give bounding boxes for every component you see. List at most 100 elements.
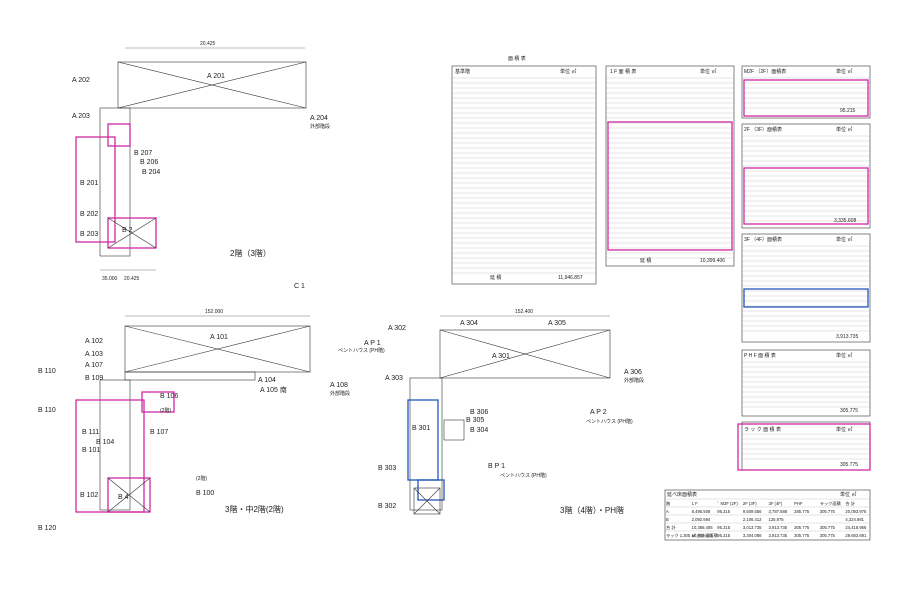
total-value: 305.775: [840, 408, 858, 414]
table-unit: 単位 ㎡: [700, 68, 716, 75]
summary-cell: ラック 1,305 ㎡ 合計延面積: [666, 532, 718, 539]
room-label: A P 1: [364, 340, 381, 347]
room-label: B 302: [378, 503, 396, 510]
total-value: 95.215: [840, 108, 856, 114]
room-label: B 102: [80, 492, 98, 499]
total-value: 3,913.735: [836, 334, 858, 340]
room-label: B 110: [38, 407, 56, 414]
table-title: M2F （2F）面積表: [744, 68, 786, 75]
summary-cell: 3,304.088: [743, 533, 762, 538]
summary-cell: 2,092.594: [692, 517, 711, 522]
table-unit: 単位 ㎡: [836, 352, 852, 359]
area-table-4: 2F （3F）面積表 単位 ㎡ 3,335.608: [741, 123, 871, 229]
total-value: 3,335.608: [834, 218, 856, 224]
table-title: 2F （3F）面積表: [744, 126, 782, 133]
summary-unit: 単位 ㎡: [840, 491, 856, 498]
room-label: A 302: [388, 325, 406, 332]
room-label: A 202: [72, 77, 90, 84]
room-label: A 203: [72, 113, 90, 120]
table-unit: 単位 ㎡: [836, 126, 852, 133]
penthouse-label: ペントハウス (PH階): [338, 347, 385, 354]
room-label: B 100: [196, 490, 214, 497]
summary-cell: 305.775: [794, 533, 810, 538]
summary-cell: 95.215: [717, 525, 730, 530]
summary-cell: 3,013.735: [743, 525, 762, 530]
room-label: A 305: [548, 320, 566, 327]
table-title: ラ ッ ク 面 積 表: [744, 426, 781, 433]
room-label: B 202: [80, 211, 98, 218]
area-table-3: M2F （2F）面積表 単位 ㎡ 95.215: [741, 65, 871, 119]
room-label: B 306: [470, 409, 488, 416]
room-label: B 304: [470, 427, 488, 434]
table-title: 面 積 表: [508, 55, 526, 62]
summary-cell: 2,106.412: [743, 517, 762, 522]
summary-cell: 3,787.588: [769, 509, 788, 514]
room-label: A 101: [210, 334, 228, 341]
table-title: 1 F 面 積 表: [610, 68, 636, 75]
room-label: A 201: [207, 73, 225, 80]
floor-plan-4f: 152.400 A 302 A 304 A 305 A 301 A 303 A …: [338, 309, 644, 515]
room-label: B 110: [38, 368, 56, 375]
room-label: B 203: [80, 231, 98, 238]
plan-title: 2階（3階）: [230, 248, 271, 258]
room-label: B 201: [80, 180, 98, 187]
stair-label: 外部階段: [624, 377, 644, 384]
room-label: A 108: [330, 382, 348, 389]
summary-header-cell: 階: [666, 500, 671, 507]
summary-cell: 95.215: [717, 533, 730, 538]
room-label: B 109: [85, 375, 103, 382]
highlight-b201: [75, 136, 116, 243]
room-label: A 105 南: [260, 385, 287, 394]
total-label: 延 積: [490, 274, 501, 281]
room-label: A 306: [624, 369, 642, 376]
summary-cell: 9,509.556: [743, 509, 762, 514]
summary-header-cell: ラック面積: [820, 500, 842, 507]
room-label: B 107: [150, 429, 168, 436]
table-unit: 単位 ㎡: [560, 68, 576, 75]
plan-title: 3階・中2階(2階): [225, 504, 284, 514]
summary-cell: 305.775: [820, 533, 836, 538]
plan-title: 3階（4階）・PH階: [560, 505, 624, 515]
summary-header-cell: 3F (4F): [769, 501, 783, 506]
room-label: B 104: [96, 439, 114, 446]
summary-cell: 95.215: [717, 509, 730, 514]
summary-header-cell: PHF: [794, 501, 803, 506]
dim-width: 20.425: [200, 41, 216, 47]
summary-cell: A: [666, 509, 669, 514]
penthouse-label: ペントハウス (PH階): [500, 472, 547, 479]
summary-cell: 4,324.981: [845, 517, 864, 522]
room-label: A 304: [460, 320, 478, 327]
room-label: B 301: [412, 425, 430, 432]
highlight-b301: [407, 399, 439, 481]
area-table-5: 3F （4F）面積表 単位 ㎡ 3,913.735: [741, 233, 871, 343]
table-unit: 単位 ㎡: [836, 68, 852, 75]
dim-width: 152.400: [515, 309, 533, 315]
summary-title: 延べ床面積表: [667, 491, 697, 498]
summary-cell: 285.775: [794, 509, 810, 514]
table-title: P H F 面 積 表: [744, 352, 776, 359]
summary-cell: 3,913.735: [769, 533, 788, 538]
table-unit: 単位 ㎡: [836, 426, 852, 433]
room-label: A 303: [385, 375, 403, 382]
dim-label: 35.000: [102, 276, 118, 282]
area-table-6: P H F 面 積 表 単位 ㎡ 305.775: [741, 349, 871, 417]
summary-cell: 29,683.691: [845, 533, 867, 538]
summary-cell: 8,495.508: [692, 509, 711, 514]
summary-cell: 305.775: [820, 525, 836, 530]
room-label: A 204: [310, 115, 328, 122]
summary-cell: 合 計: [666, 524, 676, 531]
summary-cell: 3,913.735: [769, 525, 788, 530]
summary-cell: 305.775: [794, 525, 810, 530]
dim-width: 152.000: [205, 309, 223, 315]
room-label: B 2: [122, 227, 133, 234]
room-label: B 120: [38, 525, 56, 532]
room-label: A 102: [85, 338, 103, 345]
summary-cell: 24,418.956: [845, 525, 867, 530]
summary-cell: 20,093.975: [845, 509, 867, 514]
summary-cell: B: [666, 517, 669, 522]
summary-header-cell: ﾟ M3F (2F): [717, 500, 738, 506]
dim-label: 20.425: [124, 276, 140, 282]
room-label: C 1: [294, 283, 305, 290]
room-label: A 301: [492, 353, 510, 360]
